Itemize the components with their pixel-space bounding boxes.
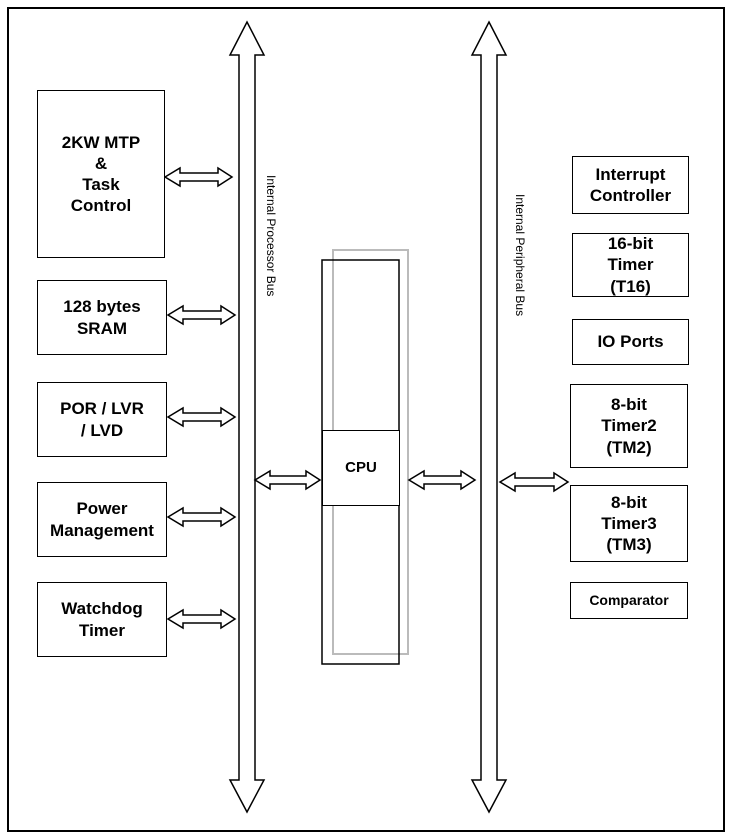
interrupt-controller-block: Interrupt Controller: [572, 156, 689, 214]
arrow-power-bus: [166, 506, 237, 528]
arrow-peripheral-bus-blocks: [498, 471, 570, 493]
peripheral-bus-arrow: [470, 20, 508, 814]
power-management-block: Power Management: [37, 482, 167, 557]
processor-bus-arrow: [228, 20, 266, 814]
timer2-block: 8-bit Timer2 (TM2): [570, 384, 688, 468]
watchdog-timer-block: Watchdog Timer: [37, 582, 167, 657]
timer3-block: 8-bit Timer3 (TM3): [570, 485, 688, 562]
arrow-bus-cpu: [253, 469, 322, 491]
processor-bus-label: Internal Processor Bus: [264, 175, 278, 297]
arrow-por-bus: [166, 406, 237, 428]
peripheral-bus-label: Internal Peripheral Bus: [513, 194, 527, 317]
por-lvr-lvd-block: POR / LVR / LVD: [37, 382, 167, 457]
timer16-block: 16-bit Timer (T16): [572, 233, 689, 297]
mtp-task-control-block: 2KW MTP & Task Control: [37, 90, 165, 258]
comparator-block: Comparator: [570, 582, 688, 619]
io-ports-block: IO Ports: [572, 319, 689, 365]
arrow-mtp-bus: [163, 166, 234, 188]
arrow-sram-bus: [166, 304, 237, 326]
outer-frame: [7, 7, 725, 832]
arrow-cpu-peripheral-bus: [407, 469, 477, 491]
arrow-wdt-bus: [166, 608, 237, 630]
sram-block: 128 bytes SRAM: [37, 280, 167, 355]
cpu-block: CPU: [322, 430, 400, 506]
